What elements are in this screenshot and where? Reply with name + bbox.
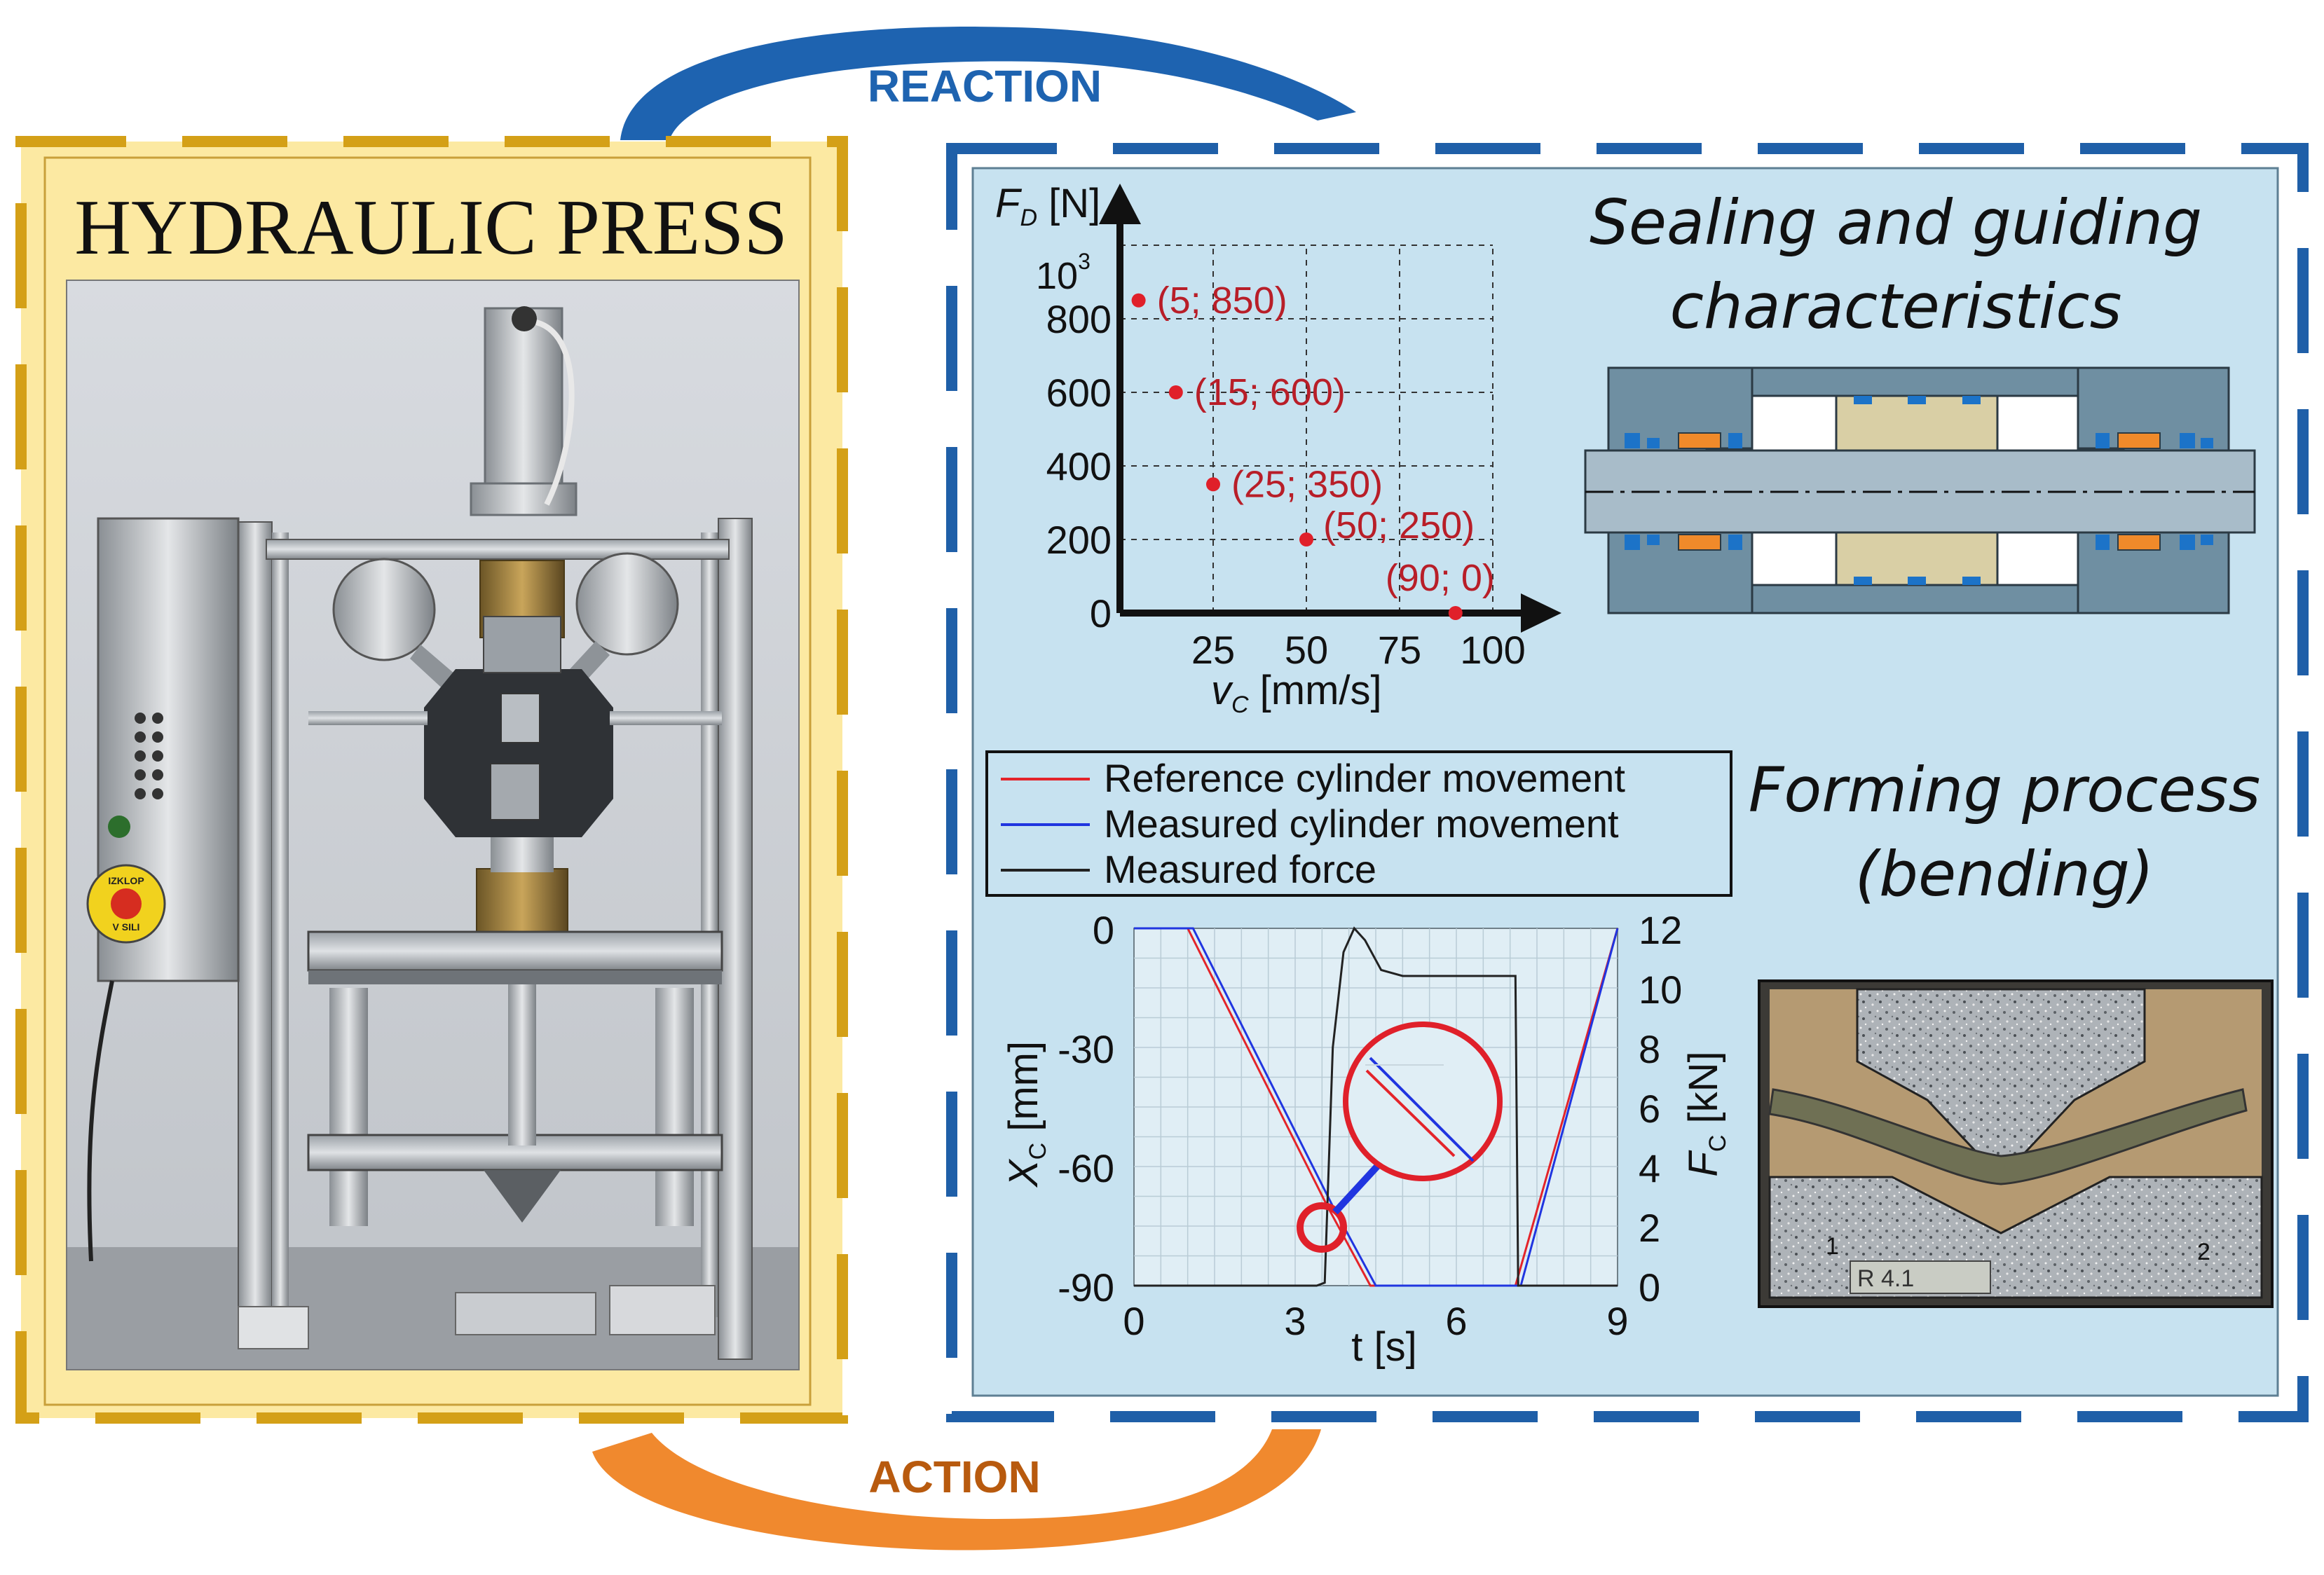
time-x-axis-label: t [s] (1351, 1324, 1416, 1370)
press-photo: IZKLOP V SILI (66, 280, 800, 1370)
forming-title-line1: Forming process (1749, 754, 2261, 826)
time-right-tick-label: 8 (1639, 1027, 1660, 1071)
time-right-tick-label: 12 (1639, 908, 1682, 952)
y-exponent: 103 (1036, 249, 1091, 297)
hydraulic-press-title: HYDRAULIC PRESS (74, 184, 788, 271)
time-left-tick-label: -90 (1058, 1265, 1114, 1309)
x-axis-arrowhead (1521, 593, 1561, 633)
y-axis-arrowhead (1099, 184, 1141, 224)
forming-title-line2: (bending) (1855, 838, 2154, 910)
chart-ticks: 25 50 75 100 0 200 400 600 800 (1046, 297, 1526, 672)
sealing-title-line2: characteristics (1670, 270, 2122, 343)
y-tick-label: 800 (1046, 297, 1112, 341)
y-tick-label: 0 (1090, 591, 1112, 635)
reaction-arrow (620, 27, 1356, 140)
x-tick-label: 50 (1285, 628, 1328, 672)
time-right-tick-label: 10 (1639, 968, 1682, 1012)
data-point-label: (5; 850) (1157, 280, 1287, 322)
time-left-tick-label: -30 (1058, 1027, 1114, 1071)
accumulator-right (575, 552, 679, 656)
x-tick-label: 100 (1460, 628, 1525, 672)
chart-grid (1120, 245, 1493, 613)
data-point-label: (90; 0) (1386, 557, 1495, 599)
gold-dashed-border (15, 136, 848, 1424)
time-right-tick-label: 6 (1639, 1087, 1660, 1131)
time-x-tick-label: 6 (1445, 1299, 1467, 1343)
blue-dashed-border (946, 143, 2309, 1422)
chart-points: (5; 850) (15; 600) (25; 350)(50; 250) (90; … (1131, 280, 1495, 620)
sealing-title-line1: Sealing and guiding (1590, 186, 2202, 259)
time-x-tick-label: 3 (1284, 1299, 1306, 1343)
data-point-label: (50; 250) (1323, 504, 1475, 546)
y-tick-label: 200 (1046, 518, 1112, 562)
x-tick-label: 25 (1191, 628, 1235, 672)
piston-seals (1854, 396, 1981, 585)
legend-label-measured-force: Measured force (1104, 847, 1376, 891)
control-buttons (135, 713, 163, 799)
time-right-tick-label: 2 (1639, 1206, 1660, 1250)
zoom-source-circle (1297, 1202, 1347, 1253)
action-arrow (592, 1429, 1321, 1550)
series-measured-movement (1134, 927, 1619, 1287)
zoom-detail-circle (1343, 1022, 1503, 1181)
friction-force-chart: 25 50 75 100 0 200 400 600 800 (5; 850) (15; 600)… (995, 181, 1561, 718)
x-tick-label: 75 (1378, 628, 1421, 672)
legend: Reference cylinder movement Measured cyl… (985, 750, 1732, 897)
legend-label-reference: Reference cylinder movement (1104, 756, 1625, 800)
action-label: ACTION (868, 1452, 1040, 1502)
time-x-tick-label: 0 (1123, 1299, 1144, 1343)
specimen-label-1: 1 (1826, 1233, 1839, 1260)
y-tick-label: 600 (1046, 371, 1112, 415)
time-chart-series (1134, 926, 1619, 1287)
specimen-label-id: R 4.1 (1857, 1265, 1914, 1292)
green-button (108, 816, 130, 838)
time-right-tick-label: 0 (1639, 1265, 1660, 1309)
bending-photo: 1 R 4.1 2 (1758, 979, 2274, 1308)
specimen-label-2: 2 (2197, 1239, 2210, 1265)
svg-text:V SILI: V SILI (113, 921, 140, 933)
cylinder-cross-section (1584, 366, 2256, 614)
data-point (1168, 385, 1183, 399)
data-point-label: (15; 600) (1194, 371, 1346, 413)
legend-label-measured-movement: Measured cylinder movement (1104, 802, 1619, 846)
data-point (1448, 606, 1463, 620)
data-point (1299, 532, 1313, 546)
svg-text:IZKLOP: IZKLOP (108, 875, 144, 886)
y-axis-label: FD [N] (995, 181, 1100, 231)
time-left-tick-label: 0 (1093, 908, 1114, 952)
reaction-label: REACTION (868, 61, 1102, 111)
sheet-specimen (1768, 1088, 2248, 1185)
rod-seals (1625, 432, 2213, 551)
data-point (1131, 293, 1146, 308)
series-measured-force (1134, 926, 1618, 1287)
time-x-tick-label: 9 (1606, 1299, 1628, 1343)
data-point-label: (25; 350) (1231, 463, 1383, 505)
y-tick-label: 400 (1046, 444, 1112, 488)
time-left-axis-label: XC [mm] (1001, 1041, 1051, 1188)
time-left-tick-label: -60 (1058, 1146, 1114, 1190)
data-point (1206, 477, 1220, 492)
time-right-tick-label: 4 (1639, 1146, 1660, 1190)
time-right-axis-label: FC [kN] (1681, 1051, 1731, 1176)
x-axis-label: vC [mm/s] (1211, 668, 1382, 718)
accumulator-left (332, 558, 436, 661)
